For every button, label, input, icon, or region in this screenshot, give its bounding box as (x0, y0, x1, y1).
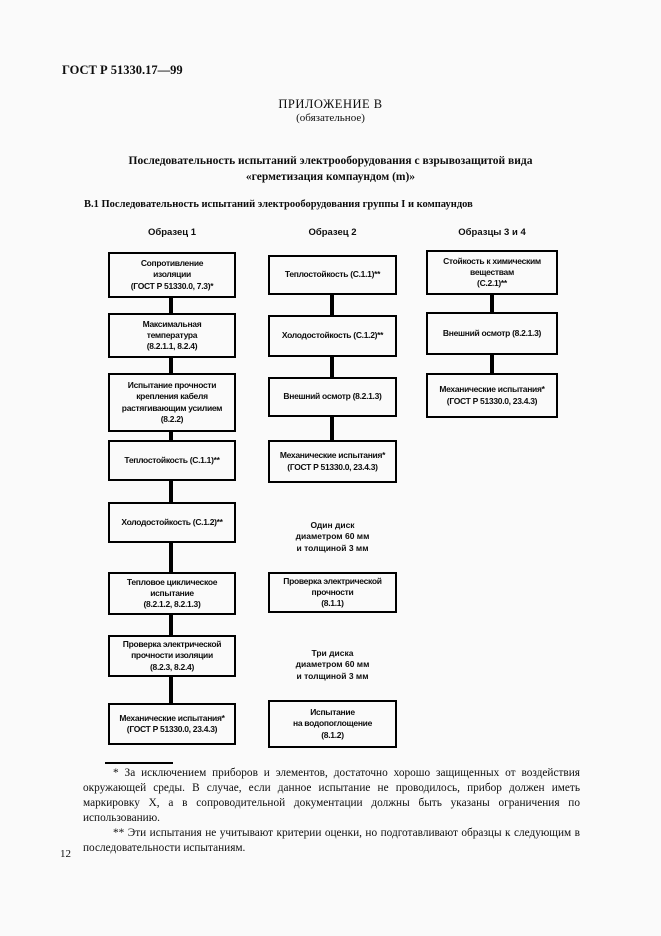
flow-box-mechanical-tests-col3: Механические испытания* (ГОСТ Р 51330.0,… (426, 373, 558, 418)
section-heading: В.1 Последовательность испытаний электро… (84, 199, 473, 210)
footnote-2: ** Эти испытания не учитывают критерии о… (83, 826, 580, 854)
sample-note-three-disks: Три диска диаметром 60 мм и толщиной 3 м… (295, 648, 370, 681)
appendix-subtitle: (обязательное) (296, 112, 365, 124)
flow-box-water-absorption: Испытание на водопоглощение (8.1.2) (268, 700, 397, 748)
doc-title-line1: Последовательность испытаний электрообор… (128, 155, 533, 167)
flow-connector (490, 293, 494, 314)
flow-box-visual-inspection-col2: Внешний осмотр (8.2.1.3) (268, 377, 397, 417)
flow-box-heat-resistance: Теплостойкость (С.1.1)** (108, 440, 236, 481)
column-header-sample2: Образец 2 (308, 227, 357, 238)
page-number: 12 (60, 848, 71, 860)
flow-connector (169, 479, 173, 504)
footnote-separator (105, 762, 173, 764)
flow-connector (169, 541, 173, 574)
flow-box-thermal-cycling: Тепловое циклическое испытание (8.2.1.2,… (108, 572, 236, 615)
flow-box-max-temperature: Максимальная температура (8.2.1.1, 8.2.4… (108, 313, 236, 358)
appendix-title: ПРИЛОЖЕНИЕ В (278, 97, 383, 111)
footnote-1: * За исключением приборов и элементов, д… (83, 767, 580, 824)
column-header-sample1: Образец 1 (147, 227, 197, 238)
flow-box-insulation-resistance: Сопротивление изоляции (ГОСТ Р 51330.0, … (108, 252, 236, 298)
flow-connector (169, 613, 173, 637)
flow-connector (169, 356, 173, 375)
flow-box-chemical-resistance: Стойкость к химическим веществам (С.2.1)… (426, 250, 558, 295)
flow-box-cold-resistance-col2: Холодостойкость (С.1.2)** (268, 315, 397, 357)
flow-box-cable-pull-test: Испытание прочности крепления кабеля рас… (108, 373, 236, 432)
flow-box-dielectric-strength: Проверка электрической прочности (8.1.1) (268, 572, 397, 613)
flow-box-heat-resistance-col2: Теплостойкость (С.1.1)** (268, 255, 397, 295)
doc-title-line2: «герметизация компаундом (m)» (245, 171, 416, 183)
flow-connector (169, 675, 173, 705)
column-header-samples3-4: Образцы 3 и 4 (458, 227, 526, 238)
flow-connector (330, 293, 334, 317)
flow-box-visual-inspection-col3: Внешний осмотр (8.2.1.3) (426, 312, 558, 355)
doc-number: ГОСТ Р 51330.17—99 (62, 63, 183, 77)
flow-connector (169, 430, 173, 442)
footnotes-block: * За исключением приборов и элементов, д… (83, 766, 580, 855)
flow-box-cold-resistance: Холодостойкость (С.1.2)** (108, 502, 236, 543)
sample-note-one-disk: Один диск диаметром 60 мм и толщиной 3 м… (295, 520, 370, 553)
flow-connector (330, 355, 334, 379)
flow-box-mechanical-tests-col1: Механические испытания* (ГОСТ Р 51330.0,… (108, 703, 236, 745)
flow-connector (490, 353, 494, 375)
flow-box-mechanical-tests-col2: Механические испытания* (ГОСТ Р 51330.0,… (268, 440, 397, 483)
flow-connector (330, 415, 334, 442)
flow-box-dielectric-strength-insulation: Проверка электрической прочности изоляци… (108, 635, 236, 677)
flow-connector (169, 296, 173, 315)
